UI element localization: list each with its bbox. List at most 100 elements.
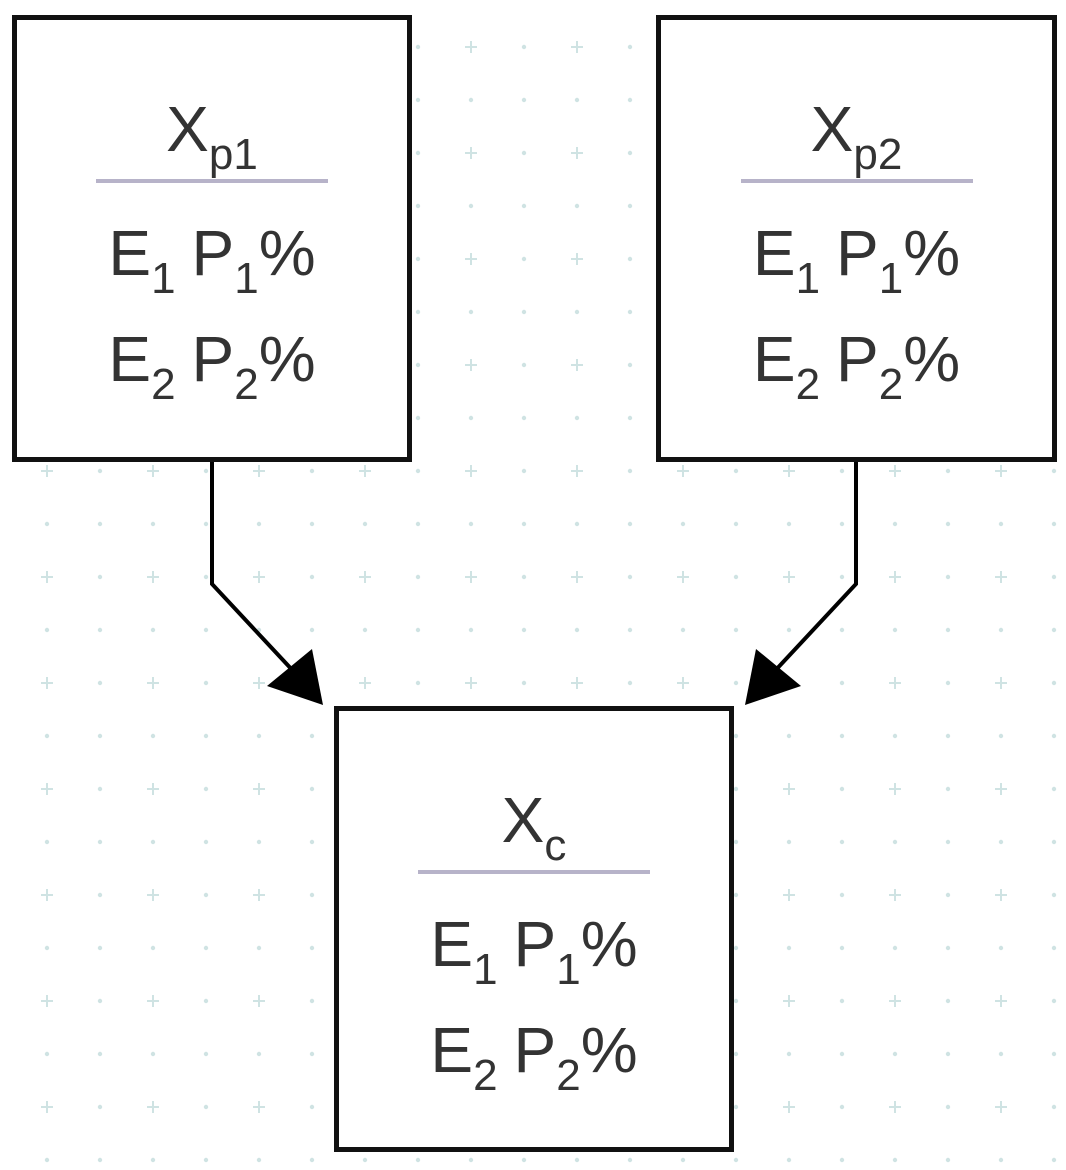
grid-dot [521,362,527,368]
grid-dot [574,309,580,315]
grid-dot [521,468,527,474]
grid-dot [97,521,103,527]
grid-dot [733,468,739,474]
grid-plus [465,465,477,477]
grid-dot [627,309,633,315]
grid-dot [998,627,1004,633]
grid-dot [627,468,633,474]
grid-dot [203,521,209,527]
grid-dot [362,627,368,633]
grid-plus [147,1101,159,1113]
grid-dot [150,1157,156,1163]
grid-dot [733,733,739,739]
grid-plus [41,677,53,689]
grid-dot [839,839,845,845]
grid-plus [889,783,901,795]
grid-dot [415,309,421,315]
grid-dot [309,945,315,951]
grid-dot [150,945,156,951]
grid-dot [627,44,633,50]
grid-dot [309,892,315,898]
grid-plus [677,465,689,477]
grid-dot [44,521,50,527]
grid-plus [889,1101,901,1113]
grid-plus [359,677,371,689]
grid-dot [97,998,103,1004]
grid-plus [147,889,159,901]
grid-plus [783,1101,795,1113]
grid-plus [783,465,795,477]
grid-dot [786,1157,792,1163]
grid-plus [995,995,1007,1007]
grid-dot [945,733,951,739]
grid-plus [147,995,159,1007]
grid-dot [945,1051,951,1057]
grid-dot [627,256,633,262]
grid-dot [945,521,951,527]
grid-plus [147,677,159,689]
grid-dot [150,1051,156,1057]
grid-dot [839,945,845,951]
grid-dot [203,786,209,792]
grid-dot [786,521,792,527]
grid-dot [1051,680,1057,686]
grid-dot [786,627,792,633]
grid-dot [1051,627,1057,633]
grid-dot [574,97,580,103]
grid-dot [309,733,315,739]
grid-plus [889,677,901,689]
grid-dot [256,1157,262,1163]
grid-dot [415,256,421,262]
grid-plus [995,465,1007,477]
grid-dot [945,468,951,474]
grid-plus [465,677,477,689]
grid-dot [733,521,739,527]
grid-dot [1051,998,1057,1004]
node-divider [740,179,973,183]
grid-plus [41,995,53,1007]
grid-dot [998,839,1004,845]
grid-dot [521,627,527,633]
grid-dot [1051,945,1057,951]
grid-dot [892,1051,898,1057]
grid-dot [733,945,739,951]
grid-dot [309,627,315,633]
grid-plus [465,253,477,265]
grid-dot [415,521,421,527]
grid-dot [203,945,209,951]
grid-dot [627,362,633,368]
grid-dot [733,998,739,1004]
grid-plus [359,465,371,477]
grid-dot [521,680,527,686]
grid-dot [415,150,421,156]
grid-dot [203,733,209,739]
grid-dot [415,468,421,474]
grid-plus [465,571,477,583]
grid-dot [309,1104,315,1110]
grid-dot [203,1051,209,1057]
grid-plus [147,571,159,583]
grid-dot [468,1157,474,1163]
grid-dot [521,521,527,527]
grid-dot [415,203,421,209]
grid-dot [468,309,474,315]
grid-plus [995,571,1007,583]
grid-dot [468,203,474,209]
grid-dot [892,839,898,845]
grid-dot [733,1051,739,1057]
grid-dot [256,521,262,527]
grid-plus [41,1101,53,1113]
grid-plus [465,41,477,53]
grid-dot [468,521,474,527]
grid-dot [892,945,898,951]
grid-dot [203,574,209,580]
grid-dot [627,415,633,421]
grid-dot [1051,574,1057,580]
grid-plus [571,41,583,53]
